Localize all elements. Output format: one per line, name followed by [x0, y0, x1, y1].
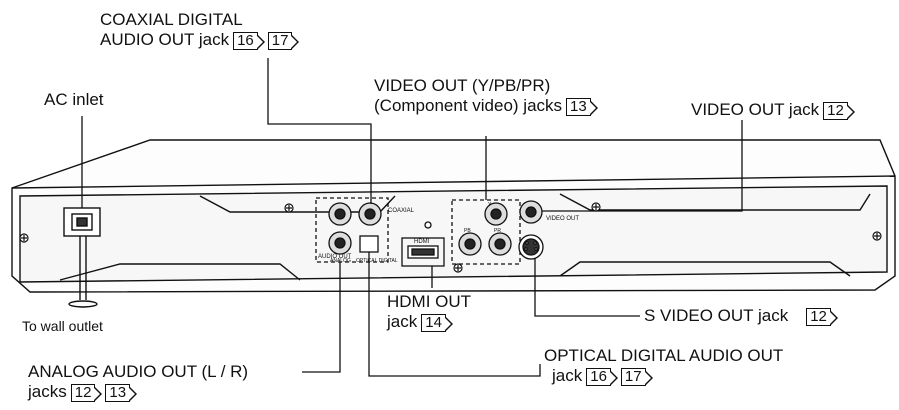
label-component-line1: VIDEO OUT (Y/PB/PR) [374, 76, 551, 95]
leader-analog [302, 262, 341, 373]
label-hdmi-line2: jack [387, 312, 418, 331]
label-hdmi: HDMI OUT jack 14 [387, 292, 471, 332]
screw-icon [19, 202, 882, 273]
label-wall-outlet: To wall outlet [22, 316, 103, 336]
panel-pb-text: PB [464, 228, 471, 234]
panel-hdmi-text: HDMI [414, 239, 430, 245]
panel-pr-text: PR [494, 228, 501, 234]
page-ref: 17 [620, 368, 653, 386]
page-ref: 16 [586, 368, 618, 386]
label-component: VIDEO OUT (Y/PB/PR) (Component video) ja… [374, 76, 598, 116]
label-optical-line2: jack [552, 366, 583, 385]
leader-video-out [542, 120, 743, 212]
label-ac-inlet: AC inlet [44, 90, 104, 110]
label-coaxial-line1: COAXIAL DIGITAL [100, 10, 243, 29]
leader-optical [368, 252, 541, 377]
leader-lines [81, 58, 743, 377]
panel-analog-text: ANALOG [330, 258, 351, 264]
page-ref: 16 [233, 32, 265, 50]
label-coaxial-line2: AUDIO OUT jack [100, 30, 230, 49]
label-wall-outlet-text: To wall outlet [22, 318, 103, 334]
ac-inlet [63, 207, 101, 237]
label-component-line2: (Component video) jacks [374, 96, 563, 115]
panel-audio-out-text: AUDIO OUT [318, 254, 352, 260]
page-ref: 12 [70, 384, 103, 402]
label-optical-line1: OPTICAL DIGITAL AUDIO OUT [544, 346, 784, 365]
page-ref: 14 [421, 314, 453, 332]
power-cord [68, 236, 98, 308]
leader-svideo [534, 259, 640, 317]
label-video-out: VIDEO OUT jack 12 [691, 100, 855, 120]
video-out-section [518, 200, 544, 260]
component-video-section [451, 199, 521, 265]
page-ref: 12 [823, 102, 855, 120]
hdmi-port [401, 221, 445, 267]
panel-optical-text: OPTICAL DIGITAL [356, 258, 398, 264]
page-ref: 13 [105, 384, 137, 402]
label-ac-inlet-text: AC inlet [44, 90, 104, 109]
page-ref: 13 [566, 98, 598, 116]
leader-coaxial [267, 58, 372, 204]
page-ref: 12 [806, 308, 838, 326]
label-hdmi-line1: HDMI OUT [387, 292, 472, 311]
label-svideo-text: S VIDEO OUT jack [644, 306, 789, 325]
audio-section [315, 197, 389, 263]
panel-y-text: Y [488, 202, 492, 208]
label-analog-line2: jacks [28, 382, 67, 401]
panel-video-out-text: VIDEO OUT [546, 216, 579, 222]
page-ref: 17 [267, 32, 300, 50]
device-body [11, 139, 896, 293]
label-analog-line1: ANALOG AUDIO OUT (L / R) [28, 362, 249, 381]
panel-coaxial-text: COAXIAL [388, 208, 415, 214]
label-video-out-text: VIDEO OUT jack [691, 100, 820, 119]
label-svideo: S VIDEO OUT jack 12 [644, 306, 838, 326]
